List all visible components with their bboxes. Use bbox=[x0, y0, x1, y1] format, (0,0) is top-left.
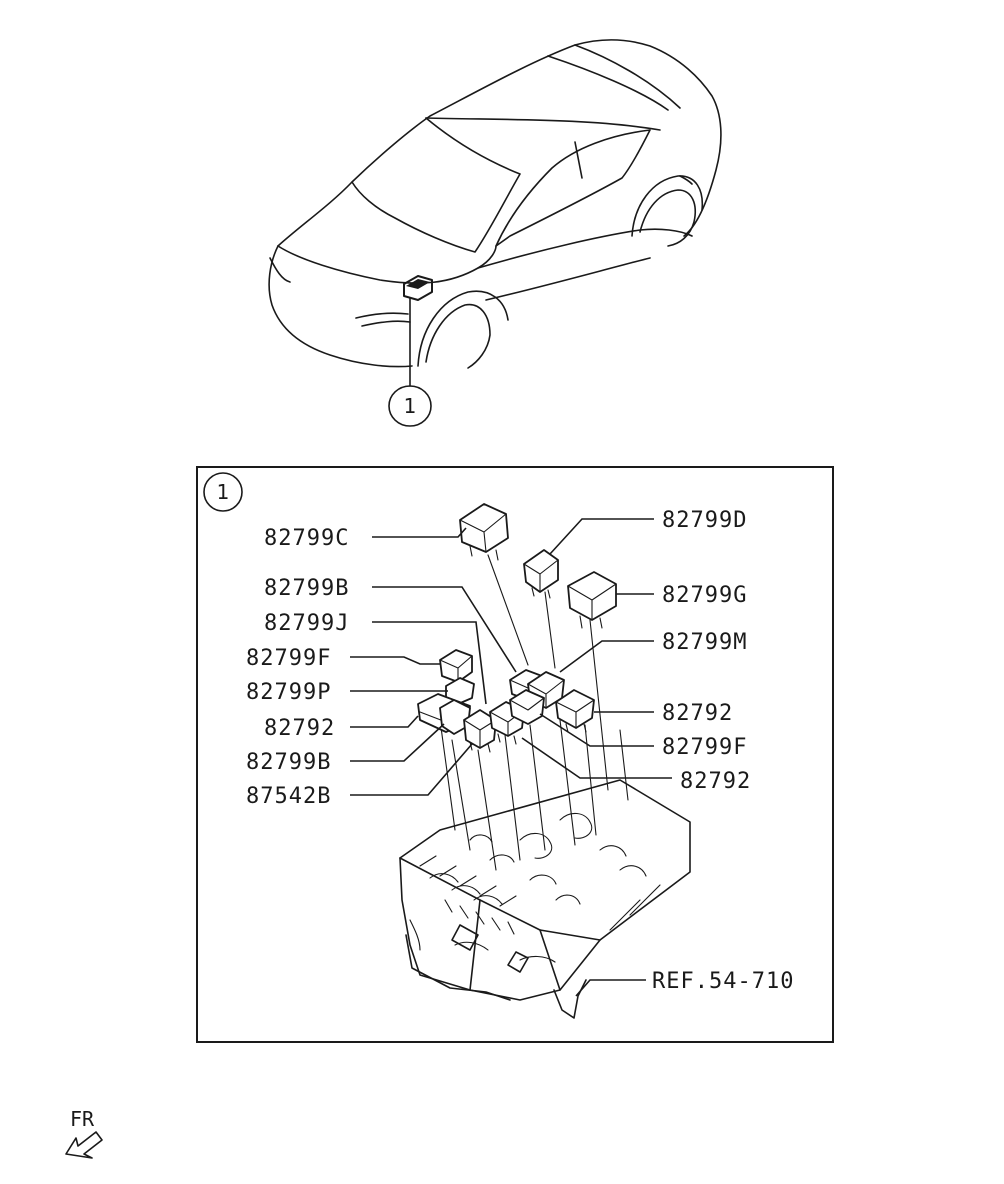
relay-82799C bbox=[459, 503, 509, 561]
relay-82799F-left bbox=[439, 649, 473, 683]
labels-left: 82799C 82799B 82799J 82799F 82799P 82792… bbox=[246, 526, 349, 809]
relay-box-body bbox=[399, 779, 691, 1019]
label-ref-54-710: REF.54-710 bbox=[652, 969, 794, 994]
relay-box-location-icon bbox=[403, 275, 433, 387]
label-82799J: 82799J bbox=[264, 611, 349, 636]
label-82792-left: 82792 bbox=[264, 716, 335, 741]
label-87542B: 87542B bbox=[246, 784, 331, 809]
front-direction-label: FR bbox=[70, 1107, 95, 1131]
vehicle-callout: 1 bbox=[388, 385, 432, 427]
relay-82799D bbox=[523, 549, 559, 599]
detail-callout-number: 1 bbox=[217, 480, 230, 504]
label-82799G: 82799G bbox=[662, 583, 747, 608]
label-82799D: 82799D bbox=[662, 508, 747, 533]
label-82799C: 82799C bbox=[264, 526, 349, 551]
relay-82792-right bbox=[555, 689, 595, 733]
label-82799M: 82799M bbox=[662, 630, 747, 655]
label-82799F-left: 82799F bbox=[246, 646, 331, 671]
label-82799B-low: 82799B bbox=[246, 750, 331, 775]
label-82799B-top: 82799B bbox=[264, 576, 349, 601]
leader-lines bbox=[350, 518, 672, 997]
insertion-guides bbox=[439, 554, 629, 871]
label-82792-right2: 82792 bbox=[680, 769, 751, 794]
label-82799P: 82799P bbox=[246, 680, 331, 705]
front-direction-indicator: FR bbox=[65, 1107, 103, 1159]
detail-frame bbox=[196, 466, 834, 1043]
relay-82799G bbox=[567, 571, 617, 629]
front-direction-arrow-icon bbox=[65, 1131, 103, 1159]
labels-right: 82799D 82799G 82799M 82792 82799F 82792 … bbox=[652, 508, 794, 994]
vehicle-callout-number: 1 bbox=[404, 394, 417, 418]
vehicle-outline bbox=[268, 39, 722, 369]
label-82799F-right: 82799F bbox=[662, 735, 747, 760]
relay-87542B bbox=[463, 709, 497, 753]
label-82792-right1: 82792 bbox=[662, 701, 733, 726]
detail-callout: 1 bbox=[203, 472, 243, 512]
